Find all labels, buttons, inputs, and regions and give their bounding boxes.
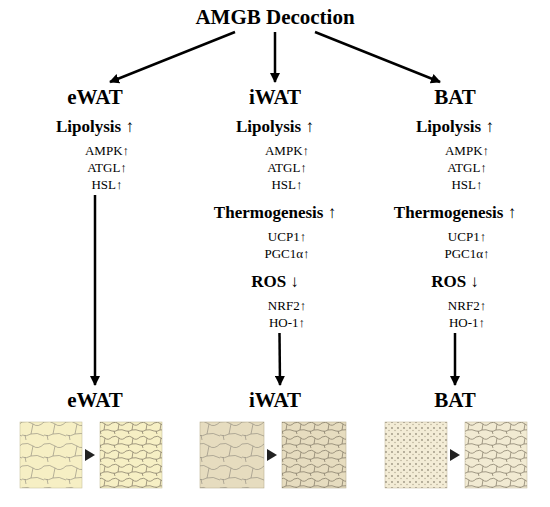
marker-text: NRF2↑ bbox=[200, 297, 350, 314]
change-arrowhead bbox=[267, 449, 277, 461]
tissue-name: iWAT bbox=[225, 388, 325, 412]
title-node: AMGB Decoction bbox=[175, 4, 375, 30]
marker-text: ATGL↑ bbox=[20, 159, 170, 176]
tissue-name: eWAT bbox=[45, 388, 145, 412]
bat-after bbox=[465, 422, 527, 488]
marker-text: HSL↑ bbox=[20, 176, 170, 193]
marker-text: UCP1↑ bbox=[380, 228, 530, 245]
flow-arrow bbox=[315, 32, 440, 82]
marker-text: AMPK↑ bbox=[20, 142, 170, 159]
ewat-before bbox=[20, 422, 82, 488]
marker-text: ATGL↑ bbox=[380, 159, 530, 176]
iwat-before-texture bbox=[200, 422, 264, 488]
tissue-label: BAT bbox=[405, 388, 505, 412]
tissue-name: BAT bbox=[405, 388, 505, 412]
marker-text: HSL↑ bbox=[200, 176, 350, 193]
flow-arrow bbox=[278, 333, 281, 385]
ewat-after-texture bbox=[100, 422, 162, 488]
tissue-name: iWAT bbox=[200, 85, 350, 109]
tissue-column: BAT Lipolysis ↑ AMPK↑ATGL↑HSL↑ Thermogenesi… bbox=[380, 85, 530, 331]
marker-text: AMPK↑ bbox=[200, 142, 350, 159]
process-heading: ROS ↓ bbox=[380, 272, 530, 292]
iwat-before bbox=[200, 422, 264, 488]
process-heading: Thermogenesis ↑ bbox=[200, 203, 350, 223]
flow-arrow bbox=[454, 333, 457, 385]
flow-arrow bbox=[94, 195, 97, 385]
bat-after-texture bbox=[465, 422, 527, 488]
process-heading: Lipolysis ↑ bbox=[380, 117, 530, 137]
tissue-column: eWAT Lipolysis ↑ AMPK↑ATGL↑HSL↑ bbox=[20, 85, 170, 193]
tissue-column: iWAT Lipolysis ↑ AMPK↑ATGL↑HSL↑ Thermogenes… bbox=[200, 85, 350, 331]
marker-text: HO-1↑ bbox=[200, 314, 350, 331]
change-arrowhead bbox=[450, 449, 460, 461]
bat-before-texture bbox=[385, 422, 447, 488]
tissue-name: eWAT bbox=[20, 85, 170, 109]
marker-text: ATGL↑ bbox=[200, 159, 350, 176]
tissue-name: BAT bbox=[380, 85, 530, 109]
iwat-after bbox=[282, 422, 346, 488]
ewat-after bbox=[100, 422, 162, 488]
marker-text: PGC1α↑ bbox=[200, 245, 350, 262]
tissue-label: eWAT bbox=[45, 388, 145, 412]
marker-text: HO-1↑ bbox=[380, 314, 530, 331]
marker-text: PGC1α↑ bbox=[380, 245, 530, 262]
title-text: AMGB Decoction bbox=[175, 4, 375, 30]
process-heading: Lipolysis ↑ bbox=[200, 117, 350, 137]
marker-text: NRF2↑ bbox=[380, 297, 530, 314]
process-heading: Lipolysis ↑ bbox=[20, 117, 170, 137]
process-heading: Thermogenesis ↑ bbox=[380, 203, 530, 223]
process-heading: ROS ↓ bbox=[200, 272, 350, 292]
flow-arrow bbox=[274, 32, 277, 82]
iwat-after-texture bbox=[282, 422, 346, 488]
bat-before bbox=[385, 422, 447, 488]
marker-text: UCP1↑ bbox=[200, 228, 350, 245]
flow-arrow bbox=[110, 32, 235, 82]
marker-text: AMPK↑ bbox=[380, 142, 530, 159]
marker-text: HSL↑ bbox=[380, 176, 530, 193]
ewat-before-texture bbox=[20, 422, 82, 488]
tissue-label: iWAT bbox=[225, 388, 325, 412]
change-arrowhead bbox=[85, 449, 95, 461]
